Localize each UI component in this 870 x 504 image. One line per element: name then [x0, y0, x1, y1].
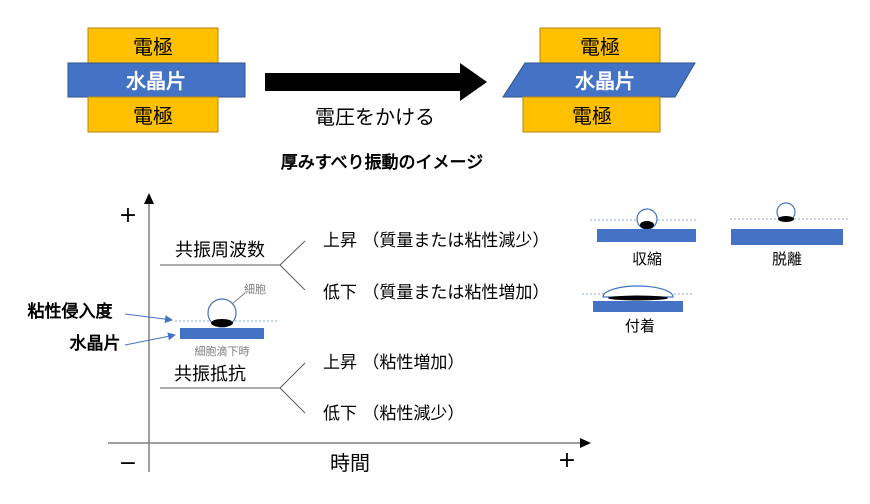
state-contraction: 収縮 [590, 208, 697, 268]
electrode-label: 電極 [572, 104, 612, 128]
transition-arrow [265, 63, 487, 101]
freq-branch-down [279, 264, 306, 291]
top-electrode [87, 27, 219, 64]
cell-contact [778, 216, 794, 222]
state-label: 付着 [625, 317, 655, 335]
crystal-plate [593, 301, 683, 312]
crystal-plate [67, 62, 246, 98]
sheared-crystal: 電極 水晶片 電極 [502, 27, 696, 133]
state-label: 脱離 [772, 250, 802, 268]
resist-label: 共振抵抗 [174, 364, 246, 385]
cell [602, 285, 674, 298]
cell-label: 細胞 [244, 283, 266, 296]
cell-contact [608, 295, 668, 301]
electrode-label: 電極 [580, 35, 620, 59]
crystal-pointer [124, 332, 176, 346]
bottom-electrode [87, 96, 219, 133]
cell-contact [640, 221, 654, 229]
crystal-pointer-label: 水晶片 [70, 333, 121, 354]
crystal-plate [597, 229, 696, 242]
action-label: 電圧をかける [315, 105, 435, 129]
crystal-plate [180, 328, 264, 339]
electrode-label: 電極 [133, 35, 173, 59]
viscosity-pointer [124, 313, 173, 324]
resist-branch-down [279, 387, 306, 414]
resist-up: 上昇 （粘性増加） [323, 353, 464, 373]
crystal-label: 水晶片 [126, 69, 186, 93]
top-electrode [539, 27, 661, 64]
freq-up: 上昇 （質量または粘性減少） [323, 231, 549, 251]
freq-label: 共振周波数 [175, 240, 265, 261]
cell-drop-label: 細胞滴下時 [195, 344, 250, 358]
x-plus-label: + [558, 448, 576, 473]
viscosity-depth-label: 粘性侵入度 [28, 301, 114, 322]
bottom-electrode [522, 96, 661, 133]
crystal-label: 水晶片 [575, 69, 635, 93]
cell-drop-illustration: 細胞 細胞滴下時 [175, 283, 278, 358]
x-minus-label: − [119, 451, 137, 476]
state-detachment: 脱離 [730, 202, 848, 268]
cell-leader [231, 292, 246, 305]
freq-down: 低下 （質量または粘性増加） [323, 283, 549, 303]
y-axis-arrowhead [144, 193, 154, 204]
x-axis-arrowhead [580, 438, 591, 448]
unstressed-crystal: 電極 水晶片 電極 [67, 27, 246, 133]
resist-down: 低下 （粘性減少） [323, 404, 464, 424]
y-plus-label: + [119, 203, 137, 228]
state-label: 収縮 [632, 250, 662, 268]
cell-contact [211, 319, 233, 327]
diagram-title: 厚みすべり振動のイメージ [281, 152, 483, 173]
electrode-label: 電極 [133, 104, 173, 128]
state-adhesion: 付着 [582, 285, 693, 335]
x-axis-label: 時間 [330, 451, 370, 475]
crystal-plate [731, 229, 843, 245]
crystal-plate-sheared [502, 62, 696, 98]
